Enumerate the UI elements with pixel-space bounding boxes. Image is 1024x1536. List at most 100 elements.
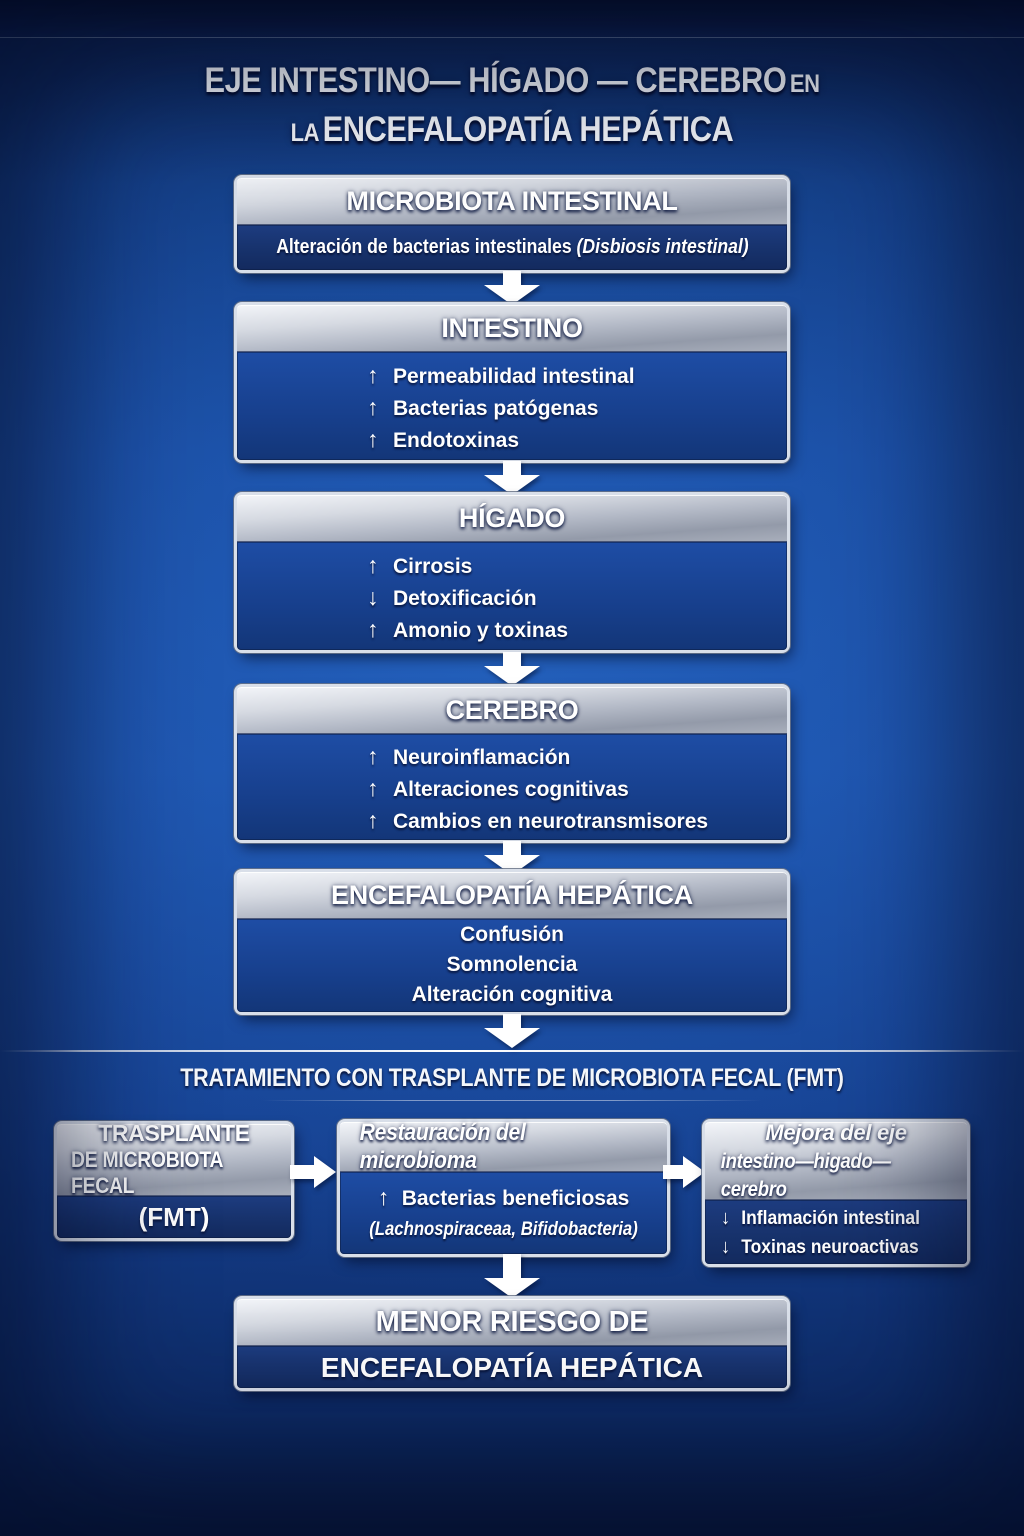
flow-box-encefalopatia-header: ENCEFALOPATÍA HEPÁTICA — [237, 872, 787, 919]
down-arrow-icon: ↓ — [721, 1236, 731, 1258]
title-main-2: ENCEFALOPATÍA HEPÁTICA — [322, 110, 734, 149]
microbiota-item-text: Alteración de bacterias intestinales — [275, 236, 572, 258]
list-item-text: Endotoxinas — [393, 429, 520, 452]
down-arrow-icon: ↓ — [721, 1207, 731, 1229]
flow-arrow-down-4-icon — [484, 841, 540, 875]
list-item-text: Permeabilidad intestinal — [393, 365, 635, 388]
list-item: ↑ Permeabilidad intestinal — [367, 360, 787, 392]
up-arrow-icon: ↑ — [367, 426, 379, 452]
result-line-2: ENCEFALOPATÍA HEPÁTICA — [320, 1351, 704, 1383]
microbiota-item-italic: (Disbiosis intestinal) — [576, 236, 749, 258]
restore-item-detail: (Lachnospiraceaa, Bifidobacteria) — [369, 1219, 638, 1240]
improve-header-line-1: Mejora del eje — [765, 1119, 907, 1145]
down-arrow-icon: ↓ — [367, 584, 379, 610]
up-arrow-icon: ↑ — [367, 552, 379, 578]
list-item: Confusión — [237, 920, 787, 950]
list-item-text: Alteración cognitiva — [411, 983, 613, 1006]
list-item-text: Cirrosis — [393, 555, 473, 578]
improve-header-line-2: intestino—higado—cerebro — [720, 1149, 891, 1201]
flow-arrow-down-3-icon — [484, 652, 540, 686]
list-item: ↓ Inflamación intestinal — [721, 1204, 920, 1233]
list-item: ↑ Alteraciones cognitivas — [367, 773, 787, 805]
flow-box-higado-body: ↑ Cirrosis ↓ Detoxificación ↑ Amonio y toxi… — [237, 542, 787, 650]
restore-header-text: Restauración del microbioma — [359, 1118, 526, 1174]
treatment-box-fmt-body: (FMT) — [57, 1196, 291, 1238]
list-item-text: Toxinas neuroactivas — [741, 1237, 919, 1258]
flow-box-encefalopatia: ENCEFALOPATÍA HEPÁTICA Confusión Somnole… — [237, 872, 787, 1012]
treatment-box-fmt-header: TRASPLANTE DE MICROBIOTA FECAL — [57, 1120, 291, 1198]
flow-box-intestino: INTESTINO ↑ Permeabilidad intestinal ↑ Bac… — [237, 305, 787, 460]
flow-box-cerebro-body: ↑ Neuroinflamación ↑ Alteraciones cognitiv… — [237, 734, 787, 840]
up-arrow-icon: ↑ — [367, 394, 379, 420]
flow-box-encefalopatia-title: ENCEFALOPATÍA HEPÁTICA — [331, 879, 693, 910]
restore-item-text: Bacterias beneficiosas — [401, 1187, 630, 1210]
flow-box-cerebro-header: CEREBRO — [237, 687, 787, 734]
list-item-text: Bacterias patógenas — [393, 397, 599, 420]
up-arrow-icon: ↑ — [367, 775, 379, 801]
flow-box-intestino-body: ↑ Permeabilidad intestinal ↑ Bacterias pat… — [237, 352, 787, 460]
treatment-box-improve-body: ↓ Inflamación intestinal ↓ Toxinas neuroac… — [705, 1200, 967, 1264]
fmt-line-1: TRASPLANTE — [98, 1120, 250, 1146]
result-line-1: MENOR RIESGO DE — [375, 1305, 649, 1338]
list-item-text: Alteraciones cognitivas — [393, 778, 629, 801]
fmt-line-2: DE MICROBIOTA FECAL — [71, 1147, 223, 1198]
treatment-box-fmt: TRASPLANTE DE MICROBIOTA FECAL (FMT) — [57, 1120, 291, 1238]
section-divider — [0, 1050, 1024, 1052]
list-item: ↓ Detoxificación — [367, 582, 787, 614]
result-box-header: MENOR RIESGO DE — [237, 1299, 787, 1346]
flow-arrow-right-1-icon — [290, 1156, 336, 1188]
flow-arrow-down-6-icon — [484, 1254, 540, 1298]
up-arrow-icon: ↑ — [367, 807, 379, 833]
flow-box-higado-header: HÍGADO — [237, 495, 787, 542]
up-arrow-icon: ↑ — [377, 1184, 390, 1210]
result-box: MENOR RIESGO DE ENCEFALOPATÍA HEPÁTICA — [237, 1299, 787, 1388]
flow-arrow-down-5-icon — [484, 1014, 540, 1048]
flow-box-microbiota-header: MICROBIOTA INTESTINAL — [237, 178, 787, 225]
title-small-1: EN — [789, 70, 820, 98]
title-line-1: EJE INTESTINO— HÍGADO — CEREBRO EN — [61, 60, 962, 109]
list-item: ↑ Amonio y toxinas — [367, 614, 787, 646]
title-small-2: LA — [290, 119, 320, 147]
flow-box-encefalopatia-body: Confusión Somnolencia Alteración cogniti… — [237, 919, 787, 1012]
result-box-body: ENCEFALOPATÍA HEPÁTICA — [237, 1346, 787, 1388]
flow-box-intestino-title: INTESTINO — [441, 312, 583, 343]
title-main-1: EJE INTESTINO— HÍGADO — CEREBRO — [204, 61, 787, 100]
flow-box-higado-title: HÍGADO — [458, 502, 566, 533]
list-item-text: Neuroinflamación — [393, 746, 571, 769]
list-item: Alteración cognitiva — [237, 980, 787, 1010]
list-item: Somnolencia — [237, 950, 787, 980]
list-item-text: Somnolencia — [446, 953, 578, 976]
flow-box-intestino-header: INTESTINO — [237, 305, 787, 352]
treatment-box-restore: Restauración del microbioma ↑ Bacterias b… — [340, 1118, 667, 1254]
flow-box-microbiota: MICROBIOTA INTESTINAL Alteración de bact… — [237, 178, 787, 270]
list-item: ↓ Toxinas neuroactivas — [721, 1233, 919, 1262]
top-decor-band — [0, 0, 1024, 38]
microbiota-item: Alteración de bacterias intestinales (Di… — [276, 232, 748, 263]
treatment-box-restore-body: ↑ Bacterias beneficiosas (Lachnospiraceaa… — [340, 1172, 667, 1254]
treatment-box-restore-header: Restauración del microbioma — [340, 1118, 667, 1174]
up-arrow-icon: ↑ — [367, 362, 379, 388]
treatment-box-improve-header: Mejora del eje intestino—higado—cerebro — [705, 1120, 967, 1201]
list-item: ↑ Cambios en neurotransmisores — [367, 805, 787, 837]
title-line-2: LA ENCEFALOPATÍA HEPÁTICA — [61, 109, 962, 158]
restore-item: ↑ Bacterias beneficiosas — [340, 1181, 667, 1215]
treatment-box-improve: Mejora del eje intestino—higado—cerebro … — [705, 1120, 967, 1264]
fmt-line-3: (FMT) — [138, 1201, 210, 1232]
list-item-text: Cambios en neurotransmisores — [393, 810, 709, 833]
flow-arrow-right-2-icon — [663, 1156, 705, 1188]
flow-box-cerebro: CEREBRO ↑ Neuroinflamación ↑ Alteraciones … — [237, 687, 787, 840]
flow-arrow-down-1-icon — [484, 271, 540, 305]
section-title-underline — [262, 1100, 762, 1101]
flow-box-higado: HÍGADO ↑ Cirrosis ↓ Detoxificación ↑ Amonio… — [237, 495, 787, 650]
list-item: ↑ Bacterias patógenas — [367, 392, 787, 424]
list-item-text: Inflamación intestinal — [741, 1208, 920, 1229]
flow-box-cerebro-title: CEREBRO — [445, 694, 579, 725]
treatment-section-title: TRATAMIENTO CON TRASPLANTE DE MICROBIOTA… — [180, 1064, 844, 1092]
up-arrow-icon: ↑ — [367, 616, 379, 642]
list-item-text: Detoxificación — [393, 587, 537, 610]
list-item: ↑ Endotoxinas — [367, 424, 787, 456]
flow-arrow-down-2-icon — [484, 461, 540, 495]
flow-box-microbiota-body: Alteración de bacterias intestinales (Di… — [237, 225, 787, 270]
list-item-text: Amonio y toxinas — [393, 619, 569, 642]
